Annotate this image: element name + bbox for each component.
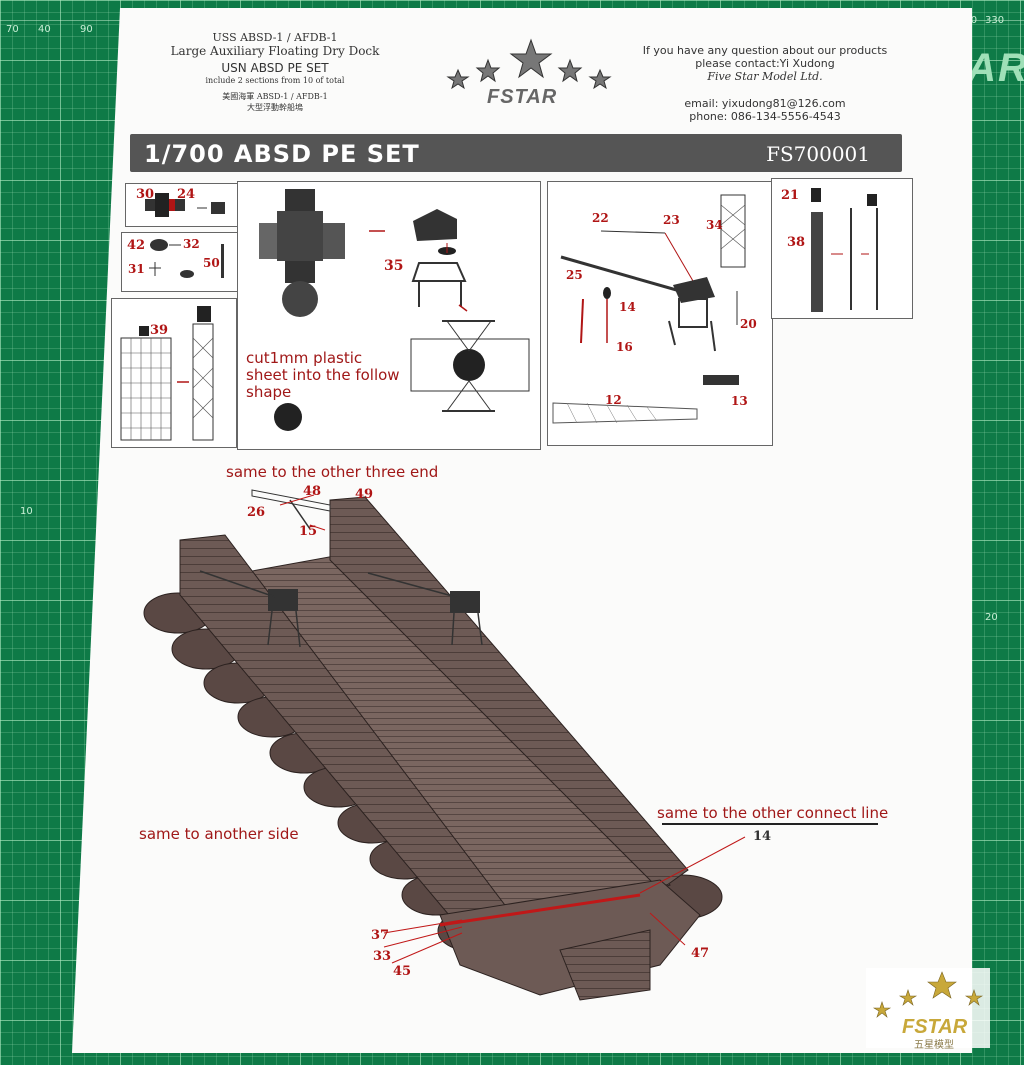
part-number: 50 [203,256,220,270]
part-number: 20 [740,317,757,331]
title-line-cn: 美國海軍 ABSD-1 / AFDB-1 [222,92,328,101]
contact-line: please contact:Yi Xudong [695,57,835,70]
part-number: 26 [247,505,266,520]
dry-dock-drawing [143,489,746,1001]
part-number: 35 [384,258,404,274]
ruler-number: 70 [6,24,19,35]
ruler-number: 90 [80,24,93,35]
plastic-sheet-note: cut1mm plastic sheet into the follow sha… [246,350,400,401]
part-number: 34 [706,218,723,232]
title-line: USS ABSD-1 / AFDB-1 [212,31,338,44]
part-number: 45 [393,964,412,979]
ruler-number: 330 [985,15,1005,26]
note-another-side: same to another side [139,825,299,843]
part-number: 23 [663,213,680,227]
note-line: cut1mm plastic [246,349,363,367]
watermark-sub: 五星模型 [914,1040,954,1051]
part-number: 15 [299,524,318,539]
part-30-drawing [145,193,225,217]
title-line-cn: 大型浮動幹船塢 [247,103,303,112]
boom-parts-drawing [811,188,878,312]
connect-line-underline [662,823,878,825]
cabin-parts-drawing [259,189,530,431]
panel-parts-21-38 [771,178,913,319]
part-number: 33 [373,949,392,964]
title-banner: 1/700 ABSD PE SET FS700001 [130,134,902,172]
lattice-tower-drawing [120,306,214,441]
title-line: include 2 sections from 10 of total [205,76,345,85]
ruler-number: 20 [985,612,998,623]
part-number: 42 [127,238,146,253]
ruler-number: 40 [38,24,51,35]
part-number: 37 [371,928,390,943]
panel-tower-39 [111,298,237,448]
part-number: 24 [177,187,196,202]
note-line: shape [246,383,292,401]
part-number: 47 [691,946,710,961]
panel-crane-assembly [547,181,773,446]
part-number: 14 [753,829,772,844]
logo-text: FSTAR [487,86,558,108]
title-line: Large Auxiliary Floating Dry Dock [170,44,380,58]
watermark-stars [872,971,984,1018]
note-line: sheet into the follow [246,366,400,384]
star-icon [964,989,984,1006]
star-icon [588,68,612,90]
panel-parts-42-32 [121,232,240,292]
star-icon [872,1001,892,1018]
contact-block: If you have any question about our produ… [630,44,900,123]
part-number: 31 [128,262,145,276]
banner-title: 1/700 ABSD PE SET [144,140,420,168]
ruler-number: 10 [20,506,33,517]
star-icon [898,989,918,1006]
note-three-end: same to the other three end [226,463,439,481]
star-icon [557,58,583,83]
contact-email: email: yixudong81@126.com [684,97,846,110]
small-parts-drawing [149,239,224,278]
note-connect-line: same to the other connect line [657,804,889,822]
part-number: 48 [303,484,322,499]
contact-line: If you have any question about our produ… [642,44,888,57]
part-number: 12 [605,393,622,407]
part-number: 14 [619,300,636,314]
fstar-watermark: FSTAR 五星模型 [866,968,990,1051]
star-icon [446,68,470,90]
star-icon [927,971,957,999]
part-number: 32 [183,237,200,251]
part-number: 25 [566,268,583,282]
contact-company: Five Star Model Ltd. [707,70,823,83]
star-icon [475,58,501,83]
part-number: 49 [355,487,374,502]
contact-phone: phone: 086-134-5556-4543 [689,110,841,123]
part-number: 39 [150,323,169,338]
title-block: USS ABSD-1 / AFDB-1 Large Auxiliary Floa… [150,31,400,113]
product-code: FS700001 [766,142,870,166]
part-number: 30 [136,187,155,202]
crane-assembly-drawing [552,194,746,424]
fstar-logo [446,38,612,90]
star-icon [509,38,553,79]
part-number: 13 [731,394,748,408]
part-number: 16 [616,340,633,354]
watermark-text: FSTAR [902,1016,968,1038]
part-number: 22 [592,211,609,225]
part-number: 21 [781,188,800,203]
title-line: USN ABSD PE SET [221,61,329,75]
part-number: 38 [787,235,806,250]
